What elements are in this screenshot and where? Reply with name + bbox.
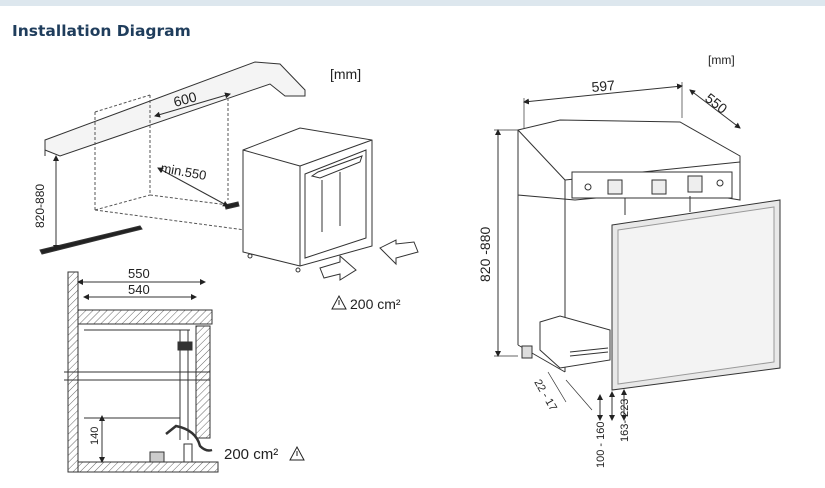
left-unit-label: [mm] (330, 66, 361, 82)
appliance-depth-label: 550 (702, 90, 730, 117)
warning-icon (289, 445, 305, 461)
niche-iso-diagram (39, 61, 419, 281)
section-heading: Installation Diagram (12, 22, 191, 40)
niche-height-label: 820-880 (33, 184, 47, 228)
top-accent-bar (0, 0, 825, 6)
section-inner-depth-label: 540 (128, 282, 150, 297)
section-outer-depth-label: 550 (128, 266, 150, 281)
plinth-range-a-label: 100 - 160 (595, 422, 607, 468)
niche-depth-label: min.550 (159, 160, 207, 183)
plinth-height-label: 140 (89, 427, 101, 445)
right-unit-label: [mm] (708, 53, 735, 67)
plinth-range-b-label: 163- 223 (619, 399, 631, 442)
cabinet-section-diagram (64, 271, 219, 473)
appliance-perspective-diagram (494, 82, 781, 421)
bottom-vent-area-label: 200 cm² (224, 446, 278, 463)
top-vent-area-label: 200 cm² (350, 296, 401, 312)
appliance-height-label: 820 -880 (477, 227, 493, 282)
warning-icon (331, 294, 347, 310)
niche-width-label: 600 (172, 88, 199, 110)
appliance-width-label: 597 (591, 77, 616, 95)
